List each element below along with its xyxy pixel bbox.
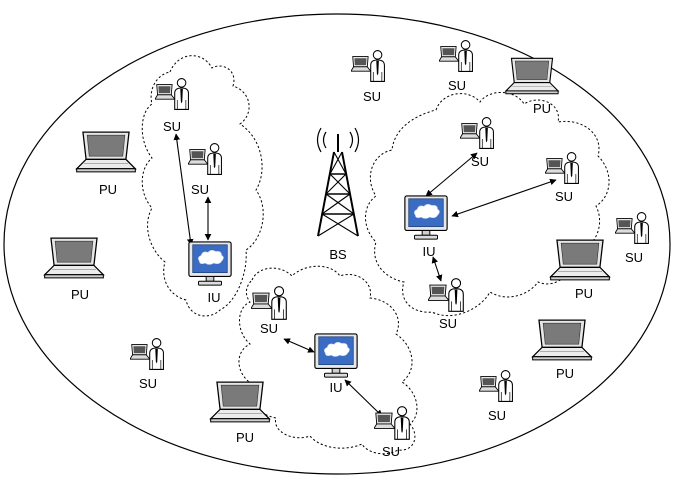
secondary-user-icon (374, 406, 410, 440)
cluster-cloud-bottom (238, 265, 418, 455)
base-station-tower-icon (316, 127, 360, 237)
iu-label: IU (330, 380, 343, 395)
su-label: SU (139, 376, 157, 391)
secondary-user-icon (155, 78, 189, 110)
interference-user-monitor-icon (188, 241, 232, 286)
su-node: SU (460, 117, 494, 169)
su-node: SU (439, 40, 473, 93)
su-label: SU (439, 316, 457, 331)
secondary-user-icon (130, 338, 164, 370)
pu-node: PU (550, 239, 610, 301)
pu-node: PU (532, 319, 592, 381)
secondary-user-icon (251, 286, 287, 320)
secondary-user-icon (615, 212, 649, 244)
su-node: SU (615, 212, 649, 265)
secondary-user-icon (545, 152, 579, 184)
su-label: SU (163, 119, 181, 134)
su-node: SU (374, 406, 410, 459)
pu-label: PU (236, 430, 254, 445)
su-label: SU (625, 250, 643, 265)
link-iu2-su-top (425, 152, 478, 197)
secondary-user-icon (460, 117, 494, 149)
pu-label: PU (533, 101, 551, 116)
iu-label: IU (208, 290, 221, 305)
primary-user-laptop-icon (550, 239, 610, 281)
primary-user-laptop-icon (505, 57, 559, 95)
iu-label: IU (423, 244, 436, 259)
pu-label: PU (99, 182, 117, 197)
bs-label: BS (329, 247, 347, 262)
primary-user-laptop-icon (76, 131, 136, 173)
secondary-user-icon (439, 40, 473, 72)
cell-boundary (3, 13, 671, 475)
pu-node: PU (76, 131, 136, 197)
su-node: SU (155, 78, 189, 134)
link-su-iu3 (283, 338, 315, 353)
su-node: SU (428, 278, 464, 331)
secondary-user-icon (188, 143, 222, 175)
su-node: SU (251, 286, 287, 336)
secondary-user-icon (351, 50, 385, 82)
su-node: SU (188, 143, 222, 197)
su-label: SU (191, 182, 209, 197)
interference-user-monitor-icon (404, 195, 448, 240)
su-node: SU (351, 50, 385, 104)
link-iu2-su-right (451, 178, 557, 218)
cluster-cloud-right (365, 92, 610, 317)
iu-node: IU (314, 333, 358, 395)
iu-node: IU (188, 241, 232, 305)
link-iu2-su-bottom (431, 256, 443, 282)
su-label: SU (488, 408, 506, 423)
su-node: SU (130, 338, 164, 391)
link-su1-iu1 (173, 133, 194, 246)
su-label: SU (260, 321, 278, 336)
pu-label: PU (556, 366, 574, 381)
pu-node: PU (44, 237, 104, 302)
su-label: SU (471, 154, 489, 169)
primary-user-laptop-icon (210, 381, 270, 423)
su-label: SU (382, 444, 400, 459)
primary-user-laptop-icon (44, 237, 104, 279)
pu-node: PU (505, 57, 559, 116)
su-label: SU (363, 89, 381, 104)
secondary-user-icon (428, 278, 464, 312)
iu-node: IU (404, 195, 448, 259)
link-iu3-su (344, 379, 383, 417)
cluster-cloud-left (141, 55, 264, 317)
pu-node: PU (210, 381, 270, 445)
su-label: SU (555, 189, 573, 204)
su-node: SU (545, 152, 579, 204)
interference-user-monitor-icon (314, 333, 358, 378)
su-label: SU (448, 78, 466, 93)
su-node: SU (479, 370, 513, 423)
primary-user-laptop-icon (532, 319, 592, 361)
pu-label: PU (71, 287, 89, 302)
pu-label: PU (575, 286, 593, 301)
secondary-user-icon (479, 370, 513, 402)
